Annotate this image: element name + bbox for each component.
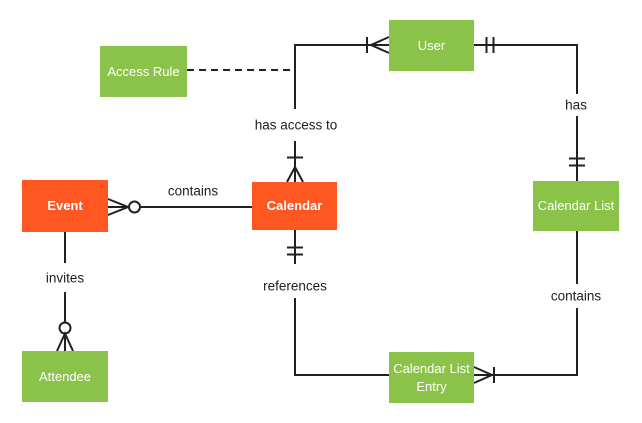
- entity-user: User: [389, 20, 474, 71]
- entity-label: Calendar: [266, 198, 323, 214]
- entity-label: Attendee: [38, 368, 92, 384]
- relationship-label-references: references: [260, 278, 330, 294]
- crows-foot-icon: [56, 331, 74, 352]
- connector-event-attendee: [56, 232, 74, 352]
- entity-calendar: Calendar: [252, 182, 337, 230]
- connector-line: [294, 298, 389, 376]
- connector-line: [474, 308, 578, 376]
- connector-line: [294, 44, 389, 109]
- entity-attendee: Attendee: [22, 351, 108, 402]
- relationship-label-invites: invites: [42, 270, 88, 286]
- entity-access-rule: Access Rule: [100, 46, 187, 97]
- entity-label: Access Rule: [107, 63, 180, 79]
- entity-label: Calendar List Entry: [393, 360, 470, 394]
- relationship-label-contains-2: contains: [547, 288, 605, 304]
- ring-icon: [128, 200, 141, 214]
- connector-line: [474, 44, 578, 94]
- entity-label: Calendar List: [537, 198, 615, 214]
- connector-calendar-references: [287, 230, 389, 376]
- crows-foot-icon: [368, 36, 390, 54]
- relationship-label-contains: contains: [164, 183, 222, 199]
- crows-foot-icon: [473, 366, 495, 384]
- connector-user-calendar-list: [474, 37, 585, 181]
- connector-calendar-list-entry: [473, 231, 578, 384]
- connector-calendar-user: [286, 36, 390, 183]
- relationship-label-has-access-to: has access to: [251, 117, 341, 133]
- entity-event: Event: [22, 180, 108, 232]
- entity-calendar-list-entry: Calendar List Entry: [389, 352, 474, 403]
- entity-label: Event: [47, 198, 83, 214]
- connector-event-calendar: [107, 198, 252, 216]
- relationship-label-has: has: [562, 97, 590, 113]
- crows-foot-icon: [107, 198, 131, 216]
- entity-calendar-list: Calendar List: [533, 181, 619, 231]
- entity-label: User: [417, 37, 446, 53]
